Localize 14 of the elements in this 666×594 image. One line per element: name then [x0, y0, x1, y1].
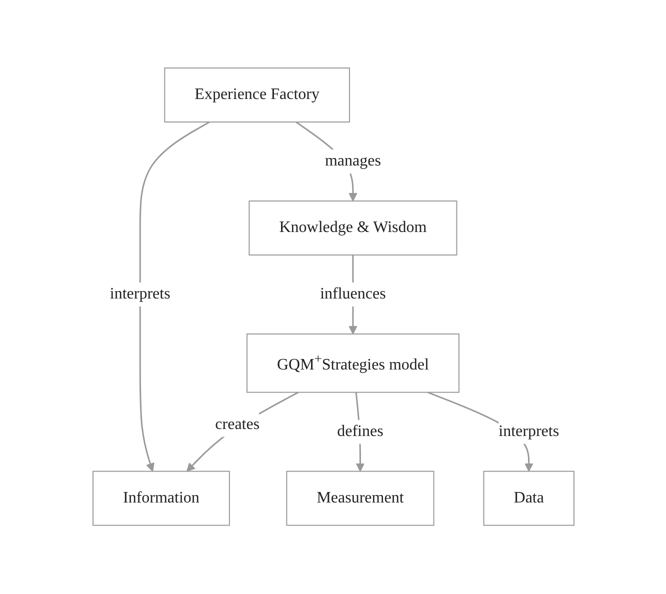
arrow	[138, 122, 210, 472]
arrow	[186, 392, 298, 472]
node-box: GQM$^{+}$Strategies model	[246, 334, 459, 394]
edge-label: creates	[214, 416, 260, 434]
edge-label: interprets	[109, 286, 170, 303]
node-box: Measurement	[286, 471, 434, 526]
node-box: Knowledge & Wisdom	[248, 200, 457, 256]
node-box: Experience Factory	[164, 68, 350, 123]
edge-label: defines	[336, 423, 383, 440]
edge-label: manages	[324, 152, 380, 170]
node-box: Data	[482, 471, 574, 526]
node-box: Information	[92, 471, 230, 526]
edge-label: interprets	[498, 423, 559, 440]
edge-label: influences	[320, 286, 386, 303]
